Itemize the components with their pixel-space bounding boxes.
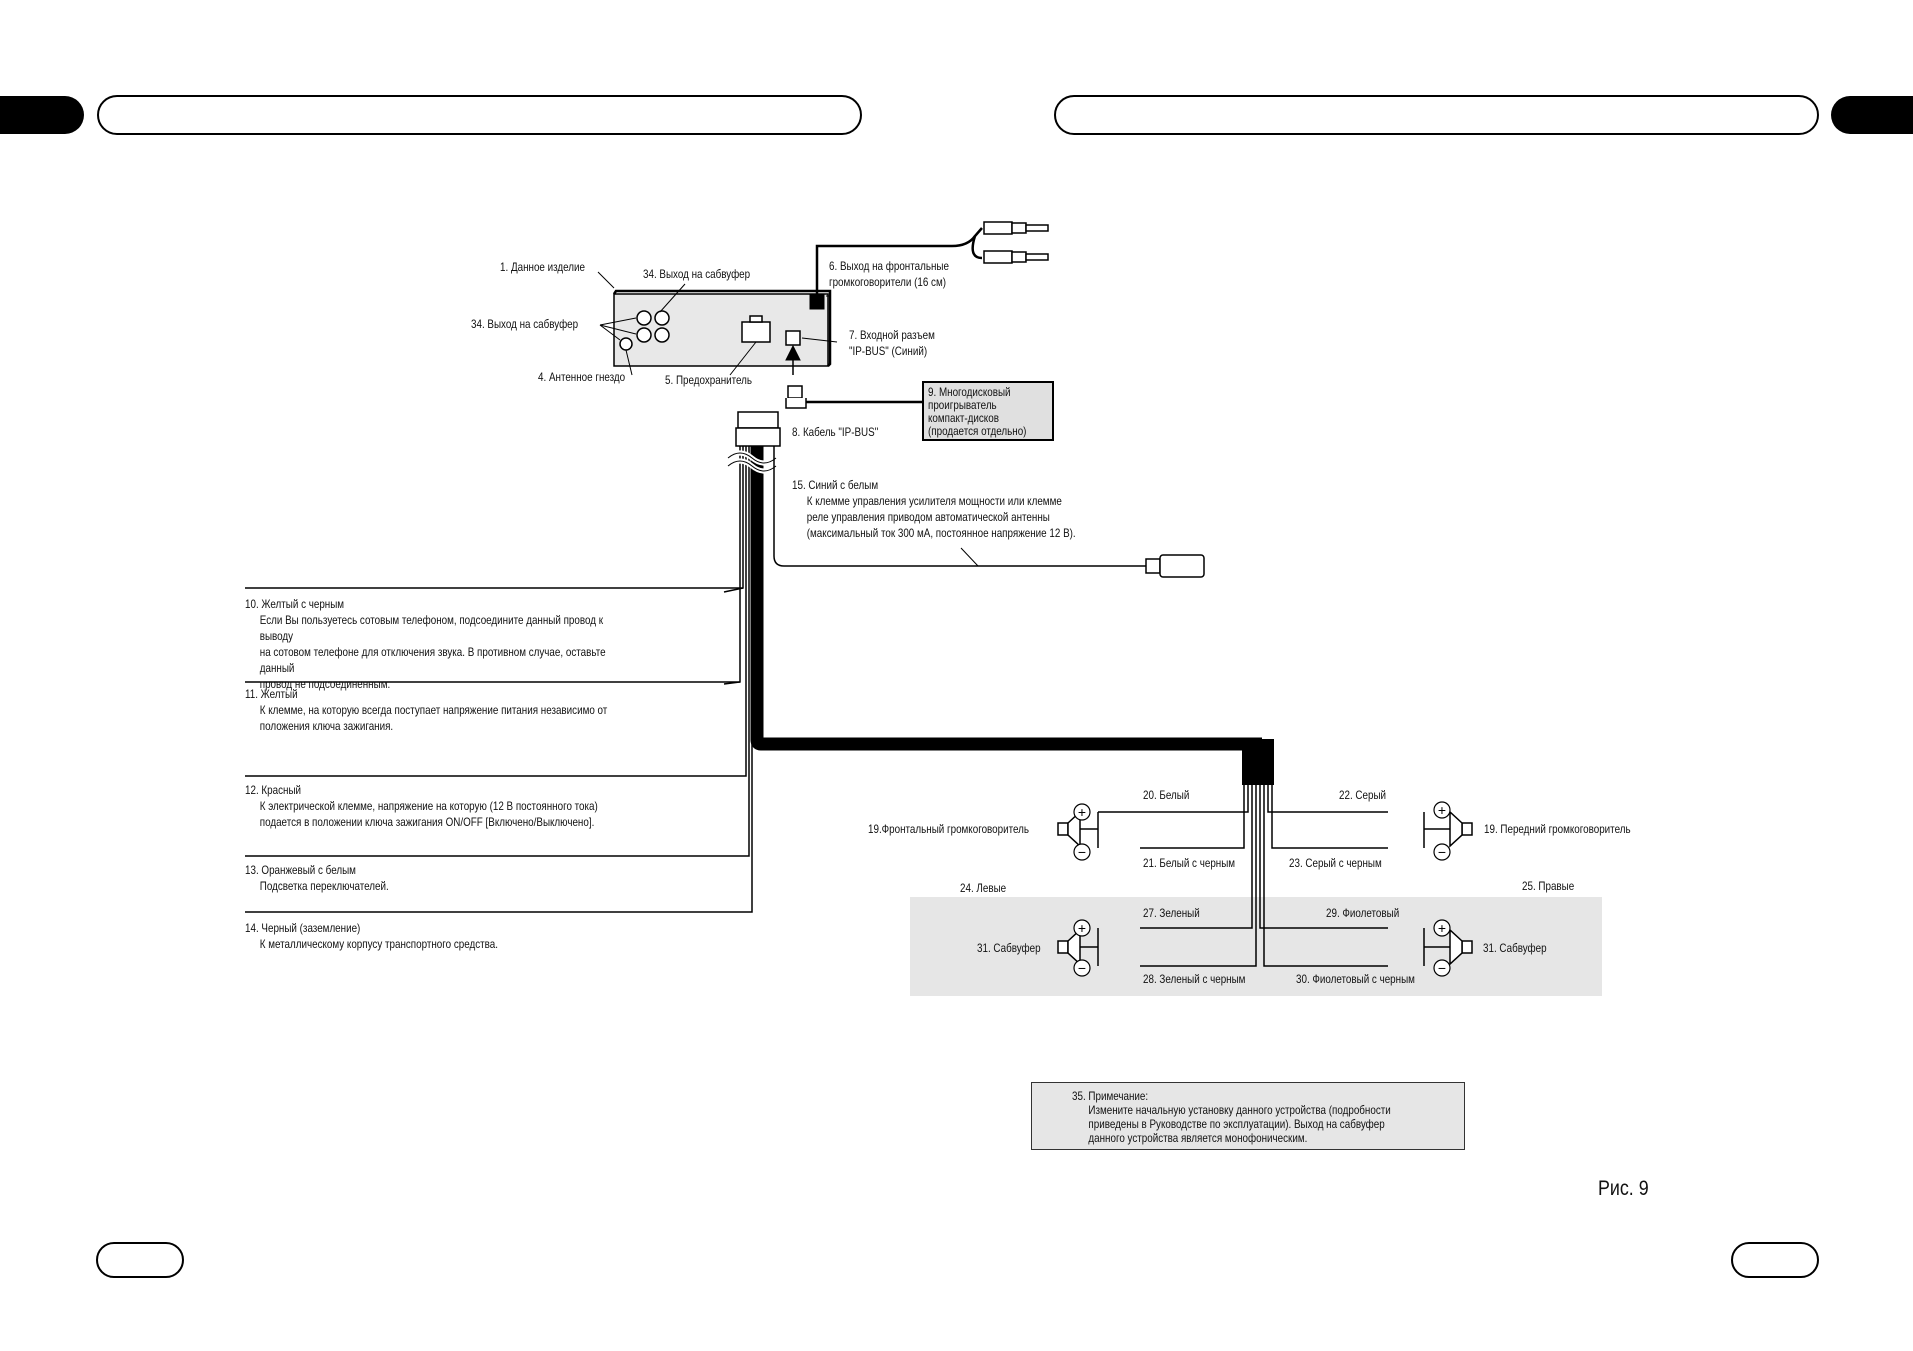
plus-sign: + bbox=[1078, 920, 1086, 936]
label-gray-black: 23. Серый с черным bbox=[1289, 856, 1382, 870]
leader-lines bbox=[597, 271, 838, 376]
label-white: 20. Белый bbox=[1143, 788, 1190, 802]
wire-red: 12. Красный К электрической клемме, напр… bbox=[245, 782, 637, 830]
label-green-black: 28. Зеленый с черным bbox=[1143, 972, 1246, 986]
wire-blue-white: 15. Синий с белым К клемме управления ус… bbox=[792, 477, 1184, 541]
label-front-out: 6. Выход на фронтальные громкоговорители… bbox=[829, 259, 949, 289]
label-gray: 22. Серый bbox=[1339, 788, 1387, 802]
note-body: Измените начальную установку данного уст… bbox=[1088, 1103, 1391, 1145]
wire-body: К металлическому корпусу транспортного с… bbox=[259, 937, 498, 951]
wire-yellow-black: 10. Желтый с черным Если Вы пользуетесь … bbox=[245, 596, 637, 692]
note-box: 35. Примечание: Измените начальную устан… bbox=[1031, 1082, 1465, 1150]
label-front-right-speaker: 19. Передний громкоговоритель bbox=[1484, 822, 1631, 836]
wire-title: 11. Желтый bbox=[245, 687, 298, 701]
label-antenna: 4. Антенное гнездо bbox=[538, 370, 626, 384]
wire-yellow: 11. Желтый К клемме, на которую всегда п… bbox=[245, 686, 637, 734]
speaker-wires bbox=[1098, 785, 1388, 967]
minus-sign: − bbox=[1078, 960, 1086, 976]
footer-left-pill bbox=[96, 1242, 184, 1278]
ipbus-cable bbox=[785, 344, 922, 409]
wire-body: Если Вы пользуетесь сотовым телефоном, п… bbox=[259, 613, 606, 691]
label-sub-left: 31. Сабвуфер bbox=[977, 941, 1041, 955]
label-front-left-speaker: 19.Фронтальный громкоговоритель bbox=[868, 822, 1030, 836]
label-sub-out-top: 34. Выход на сабвуфер bbox=[643, 267, 751, 281]
wire-title: 15. Синий с белым bbox=[792, 478, 879, 492]
plus-sign: + bbox=[1438, 802, 1446, 818]
polarity-marks bbox=[1073, 801, 1451, 977]
wire-body: Подсветка переключателей. bbox=[259, 879, 389, 893]
wire-orange-white: 13. Оранжевый с белым Подсветка переключ… bbox=[245, 862, 637, 894]
header-right-pill bbox=[1054, 95, 1819, 135]
main-harness bbox=[245, 411, 1274, 913]
head-unit bbox=[612, 289, 832, 367]
front-output-cable bbox=[815, 221, 1049, 294]
label-cd-changer: 9. Многодисковый проигрыватель компакт-д… bbox=[928, 385, 1027, 438]
label-white-black: 21. Белый с черным bbox=[1143, 856, 1236, 870]
wire-body: К клемме управления усилителя мощности и… bbox=[806, 494, 1076, 540]
wire-black: 14. Черный (заземление) К металлическому… bbox=[245, 920, 637, 952]
label-green: 27. Зеленый bbox=[1143, 906, 1200, 920]
wire-title: 12. Красный bbox=[245, 783, 302, 797]
label-fuse: 5. Предохранитель bbox=[665, 373, 753, 387]
header-left-tab bbox=[0, 96, 84, 134]
label-unit: 1. Данное изделие bbox=[500, 260, 586, 274]
polarity-text: + − + − + − + − bbox=[1078, 802, 1446, 976]
wire-title: 13. Оранжевый с белым bbox=[245, 863, 356, 877]
label-sub-right: 31. Сабвуфер bbox=[1483, 941, 1547, 955]
plus-sign: + bbox=[1078, 804, 1086, 820]
minus-sign: − bbox=[1438, 960, 1446, 976]
figure-caption: Рис. 9 bbox=[1598, 1177, 1649, 1200]
cd-changer-box bbox=[922, 381, 1054, 441]
label-sub-out-left: 34. Выход на сабвуфер bbox=[471, 317, 579, 331]
plus-sign: + bbox=[1438, 920, 1446, 936]
label-ipbus-cable: 8. Кабель "IP-BUS" bbox=[792, 425, 879, 439]
minus-sign: − bbox=[1078, 844, 1086, 860]
label-violet: 29. Фиолетовый bbox=[1326, 906, 1400, 920]
label-left: 24. Левые bbox=[960, 881, 1007, 895]
wire-title: 10. Желтый с черным bbox=[245, 597, 345, 611]
header-left-pill bbox=[97, 95, 862, 135]
label-ipbus-in: 7. Входной разъем "IP-BUS" (Синий) bbox=[849, 328, 935, 358]
footer-right-pill bbox=[1731, 1242, 1819, 1278]
wire-body: К электрической клемме, напряжение на ко… bbox=[259, 799, 598, 829]
wire-body: К клемме, на которую всегда поступает на… bbox=[259, 703, 608, 733]
label-right: 25. Правые bbox=[1522, 879, 1575, 893]
label-violet-black: 30. Фиолетовый с черным bbox=[1296, 972, 1415, 986]
minus-sign: − bbox=[1438, 844, 1446, 860]
header-right-tab bbox=[1831, 96, 1913, 134]
wire-title: 14. Черный (заземление) bbox=[245, 921, 361, 935]
note-title: 35. Примечание: bbox=[1072, 1089, 1149, 1103]
